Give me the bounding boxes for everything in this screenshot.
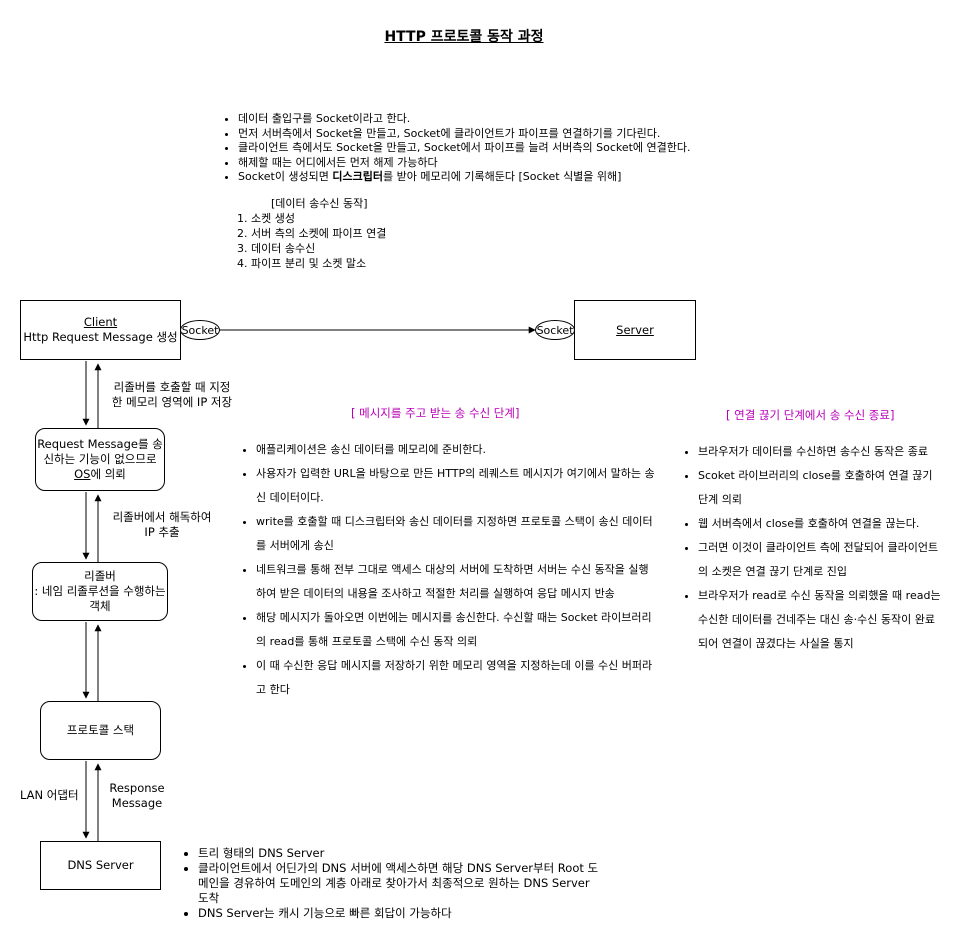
client-node: Client Http Request Message 생성 bbox=[20, 300, 181, 360]
lan-adapter-label: LAN 어댑터 bbox=[20, 788, 79, 802]
socket-intro-notes: 데이터 출입구를 Socket이라고 한다. 먼저 서버측에서 Socket을 … bbox=[222, 112, 691, 185]
os-term: OS bbox=[74, 467, 91, 481]
dns-notes: 트리 형태의 DNS Server 클라이언트에서 어딘가의 DNS 서버에 액… bbox=[182, 846, 602, 921]
edge-label-line: 한 메모리 영역에 IP 저장 bbox=[111, 395, 233, 409]
client-label: Client bbox=[83, 315, 118, 329]
edge-label-line: IP 추출 bbox=[144, 525, 180, 539]
resolver-decode-label: 리졸버에서 해독하여 IP 추출 bbox=[108, 510, 216, 540]
disconnect-bullet: Scoket 라이브러리의 close를 호출하여 연결 끊기 단계 의뢰 bbox=[698, 464, 945, 512]
send-receive-bullet: 네트워크를 통해 전부 그대로 액세스 대상의 서버에 도착하면 서버는 수신 … bbox=[256, 558, 658, 606]
edge-label-line: 리졸버를 호출할 때 지정 bbox=[113, 380, 231, 394]
disconnect-bullet: 웹 서버측에서 close를 호출하여 연결을 끊는다. bbox=[698, 512, 945, 536]
intro-text: 를 받아 메모리에 기록해둔다 [Socket 식별을 위해] bbox=[383, 170, 622, 184]
send-receive-bullet: 애플리케이션은 송신 데이터를 메모리에 준비한다. bbox=[256, 438, 658, 462]
server-label: Server bbox=[616, 322, 654, 337]
disconnect-notes: 브라우저가 데이터를 수신하면 송수신 동작은 종료 Scoket 라이브러리의… bbox=[680, 440, 945, 656]
send-receive-bullet: 사용자가 입력한 URL을 바탕으로 만든 HTTP의 레퀘스트 메시지가 여기… bbox=[256, 462, 658, 510]
resolver-label: 리졸버 bbox=[84, 569, 116, 583]
send-receive-section-title: [ 메시지를 주고 받는 송 수신 단계] bbox=[351, 406, 520, 420]
response-message-label: Response Message bbox=[106, 781, 168, 811]
request-message-node: Request Message를 송 신하는 기능이 없으므로 OS에 의뢰 bbox=[35, 428, 165, 491]
disconnect-bullet: 브라우저가 read로 수신 동작을 의뢰했을 때 read는 수신한 데이터를… bbox=[698, 584, 945, 656]
server-node: Server bbox=[574, 300, 696, 360]
diagram-title: HTTP 프로토콜 동작 과정 bbox=[384, 29, 544, 45]
step-item: 1. 소켓 생성 bbox=[237, 212, 295, 225]
data-transfer-steps: [데이터 송수신 동작] 1. 소켓 생성 2. 서버 측의 소켓에 파이프 연… bbox=[237, 196, 386, 271]
client-socket: Socket bbox=[180, 320, 220, 340]
dns-server-label: DNS Server bbox=[67, 858, 134, 872]
steps-heading: [데이터 송수신 동작] bbox=[271, 197, 368, 210]
edge-label-line: 리졸버에서 해독하여 bbox=[112, 510, 212, 524]
resolver-text: : 네임 리졸루션을 수행하는 bbox=[34, 584, 166, 598]
resolver-call-label: 리졸버를 호출할 때 지정 한 메모리 영역에 IP 저장 bbox=[109, 380, 235, 410]
disconnect-bullet: 그러면 이것이 클라이언트 측에 전달되어 클라이언트의 소켓은 연결 끊기 단… bbox=[698, 536, 945, 584]
dns-note-bullet: DNS Server는 캐시 기능으로 빠른 회답이 가능하다 bbox=[198, 906, 602, 921]
step-item: 3. 데이터 송수신 bbox=[237, 242, 316, 255]
request-text: Request Message를 송 bbox=[37, 437, 163, 451]
intro-bullet: 해제할 때는 어디에서든 먼저 해제 가능하다 bbox=[238, 156, 691, 171]
intro-bullet: 클라이언트 측에서도 Socket을 만들고, Socket에서 파이프를 늘려… bbox=[238, 141, 691, 156]
dns-server-node: DNS Server bbox=[40, 841, 161, 890]
intro-bullet: Socket이 생성되면 디스크립터를 받아 메모리에 기록해둔다 [Socke… bbox=[238, 170, 691, 185]
dns-note-bullet: 트리 형태의 DNS Server bbox=[198, 846, 602, 861]
send-receive-bullet: 이 때 수신한 응답 메시지를 저장하기 위한 메모리 영역을 지정하는데 이를… bbox=[256, 654, 658, 702]
request-text: 신하는 기능이 없으므로 bbox=[43, 452, 157, 466]
resolver-node: 리졸버 : 네임 리졸루션을 수행하는 객체 bbox=[32, 562, 168, 621]
step-item: 2. 서버 측의 소켓에 파이프 연결 bbox=[237, 227, 387, 240]
request-text: 에 의뢰 bbox=[90, 467, 126, 481]
dns-note-bullet: 클라이언트에서 어딘가의 DNS 서버에 액세스하면 해당 DNS Server… bbox=[198, 861, 602, 906]
protocol-stack-node: 프로토콜 스택 bbox=[40, 701, 161, 760]
edge-label-line: Response bbox=[109, 781, 165, 795]
send-receive-bullet: 해당 메시지가 돌아오면 이번에는 메시지를 송신한다. 수신할 때는 Sock… bbox=[256, 606, 658, 654]
intro-bullet: 먼저 서버측에서 Socket을 만들고, Socket에 클라이언트가 파이프… bbox=[238, 127, 691, 142]
send-receive-notes: 애플리케이션은 송신 데이터를 메모리에 준비한다. 사용자가 입력한 URL을… bbox=[238, 438, 658, 702]
send-receive-bullet: write를 호출할 때 디스크립터와 송신 데이터를 지정하면 프로토콜 스택… bbox=[256, 510, 658, 558]
disconnect-section-title: [ 연결 끊기 단계에서 송 수신 종료] bbox=[726, 408, 895, 422]
server-socket: Socket bbox=[535, 320, 575, 340]
edge-label-line: Message bbox=[111, 796, 163, 810]
descriptor-term: 디스크립터 bbox=[332, 170, 384, 184]
intro-text: Socket이 생성되면 bbox=[238, 170, 333, 184]
intro-bullet: 데이터 출입구를 Socket이라고 한다. bbox=[238, 112, 691, 127]
resolver-text: 객체 bbox=[89, 599, 111, 613]
disconnect-bullet: 브라우저가 데이터를 수신하면 송수신 동작은 종료 bbox=[698, 440, 945, 464]
client-description: Http Request Message 생성 bbox=[23, 330, 178, 344]
step-item: 4. 파이프 분리 및 소켓 말소 bbox=[237, 257, 367, 270]
protocol-stack-label: 프로토콜 스택 bbox=[66, 723, 135, 737]
